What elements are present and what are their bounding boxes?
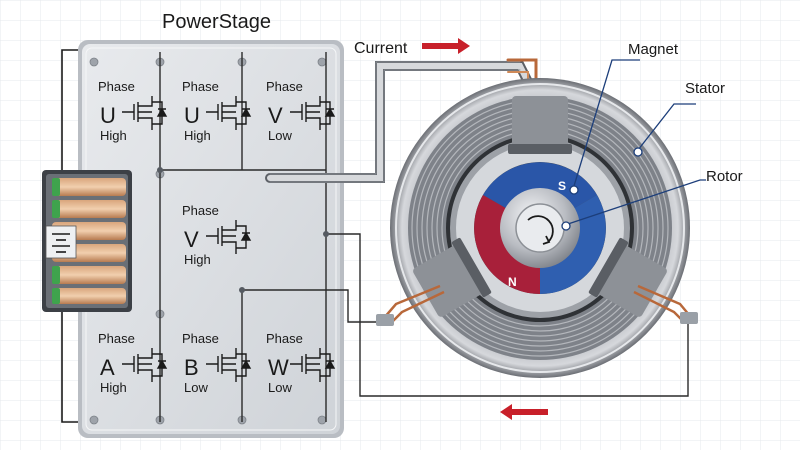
current-arrows (422, 38, 548, 420)
motor (376, 78, 698, 378)
power-stage-title: PowerStage (162, 11, 271, 33)
power-stage-board (78, 40, 344, 438)
phase-level: Low (268, 128, 292, 143)
mosfet-icon (122, 348, 168, 382)
phase-letter: V (268, 103, 283, 128)
phase-level: High (184, 252, 211, 267)
phase-level: High (100, 128, 127, 143)
rotor-label: Rotor (706, 168, 743, 185)
phase-word: Phase (182, 79, 219, 94)
pole-s-label: S (558, 179, 566, 193)
phase-word: Phase (182, 203, 219, 218)
mosfet-icon (290, 348, 336, 382)
battery-pack (42, 170, 132, 312)
mosfet-icon (206, 348, 252, 382)
phase-letter: A (100, 355, 115, 380)
rotor (474, 162, 606, 294)
motor-cable (265, 58, 538, 183)
phase-level: High (100, 380, 127, 395)
phase-letter: B (184, 355, 199, 380)
current-label: Current (354, 40, 408, 57)
mosfet-icon (206, 220, 252, 254)
magnet-label: Magnet (628, 41, 679, 58)
phase-word: Phase (182, 331, 219, 346)
magnet-marker (569, 185, 579, 195)
current-arrow-right-icon (422, 38, 470, 54)
phase-modules: PhaseUHighPhaseUHighPhaseVLowPhaseVHighP… (98, 79, 336, 395)
stator-marker (633, 147, 643, 157)
stator-label: Stator (685, 80, 725, 97)
phase-letter: V (184, 227, 199, 252)
phase-word: Phase (266, 79, 303, 94)
current-arrow-left-icon (500, 404, 548, 420)
phase-level: High (184, 128, 211, 143)
phase-letter: U (184, 103, 200, 128)
phase-level: Low (184, 380, 208, 395)
phase-word: Phase (98, 79, 135, 94)
pole-n-label: N (508, 275, 517, 289)
phase-word: Phase (266, 331, 303, 346)
phase-letter: W (268, 355, 289, 380)
callout-lines (567, 59, 706, 225)
lead-terminals (376, 312, 698, 326)
mosfet-icon (206, 96, 252, 130)
mosfet-icon (290, 96, 336, 130)
junction-dots (157, 167, 329, 293)
phase-letter: U (100, 103, 116, 128)
coil-top (508, 96, 572, 154)
phase-word: Phase (98, 331, 135, 346)
phase-level: Low (268, 380, 292, 395)
rotor-marker (561, 221, 571, 231)
mosfet-icon (122, 96, 168, 130)
